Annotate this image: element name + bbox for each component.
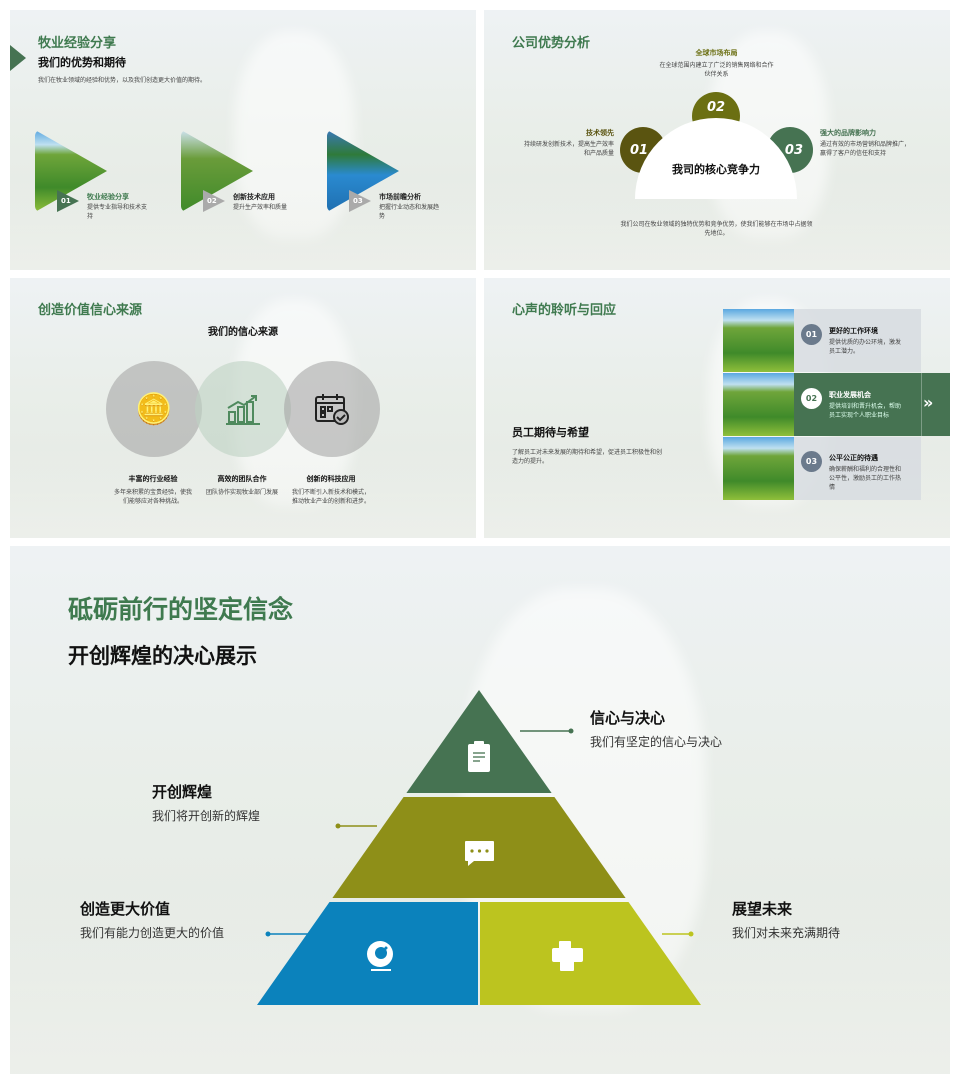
pyramid-label-middle: 开创辉煌我们将开创新的辉煌 <box>152 781 260 824</box>
slide-title: 砥砺前行的坚定信念 <box>68 595 294 624</box>
item-1: 01 牧业经验分享 提供专业指导和技术支持 <box>35 130 148 220</box>
item-desc: 持续研发创新技术，提高生产效率和产品质量 <box>524 141 615 157</box>
chat-icon <box>465 841 494 866</box>
item-title: 公平公正的待遇 <box>829 454 878 462</box>
label-title: 创造更大价值 <box>80 900 171 918</box>
label-desc: 我们有能力创造更大的价值 <box>80 926 225 940</box>
item-title: 丰富的行业经验 <box>128 475 178 483</box>
item-title: 高效的团队合作 <box>217 475 267 483</box>
item-desc: 通过有效的市场营销和品牌推广，赢得了客户的信任和支持 <box>820 141 911 157</box>
webcam-icon <box>367 941 393 971</box>
item-number: 03 <box>801 451 822 472</box>
slide-heading: 员工期待与希望 <box>512 426 589 439</box>
landscape-image <box>723 437 794 500</box>
item-number: 01 <box>801 324 822 345</box>
clipboard-icon <box>468 741 490 772</box>
item-desc: 提供优质的办公环境，激发员工潜力。 <box>829 339 902 355</box>
slide-title: 公司优势分析 <box>512 36 591 51</box>
item-desc: 多年来积累的宝贵经验，使我们能够应对各种挑战。 <box>113 489 192 505</box>
coins-icon: 🪙 <box>106 361 202 457</box>
landscape-image <box>723 309 794 372</box>
item-number: 03 <box>349 190 371 212</box>
item-title: 强大的品牌影响力 <box>820 129 876 137</box>
item-desc: 我们不断引入新技术和模式，推动牧业产业的创新和进步。 <box>291 489 370 505</box>
slide-desc: 我们在牧业领域的经验和优势，以及我们创造更大价值的期待。 <box>38 77 207 84</box>
item-desc: 确保薪酬和福利的合理性和公平性，激励员工的工作热情 <box>829 466 902 491</box>
pyramid-label-bottom-left: 创造更大价值我们有能力创造更大的价值 <box>80 898 224 941</box>
pyramid-tier-bottom-right <box>480 902 701 1005</box>
slide-2-thumbnail[interactable]: 公司优势分析 全球市场布局 在全球范围内建立了广泛的销售网络和合作伙伴关系 技术… <box>484 10 950 270</box>
slide-title: 牧业经验分享 <box>38 36 117 51</box>
item-2-text: 全球市场布局 在全球范围内建立了广泛的销售网络和合作伙伴关系 <box>659 48 774 79</box>
printer-icon <box>552 941 583 971</box>
label-desc: 我们将开创新的辉煌 <box>152 809 261 823</box>
item-1-text: 技术领先 持续研发创新技术，提高生产效率和产品质量 <box>524 128 614 158</box>
item-desc: 提升生产效率和质量 <box>233 204 288 211</box>
corner-arrow <box>10 45 26 71</box>
slide-4-thumbnail[interactable]: 心声的聆听与回应 员工期待与希望 了解员工对未来发展的期待和希望，促进员工积极性… <box>484 278 950 538</box>
pyramid-diagram <box>257 690 701 1005</box>
item-desc: 提供专业指导和技术支持 <box>87 204 148 220</box>
pyramid-label-bottom-right: 展望未来我们对未来充满期待 <box>732 898 840 941</box>
item-title: 创新技术应用 <box>233 193 275 201</box>
item-2: 高效的团队合作团队协作实现牧业部门发展 <box>202 474 282 497</box>
item-title: 技术领先 <box>586 129 614 137</box>
item-3-text: 强大的品牌影响力 通过有效的市场营销和品牌推广，赢得了客户的信任和支持 <box>820 128 910 158</box>
item-list: 01 更好的工作环境 提供优质的办公环境，激发员工潜力。 02 职业发展机会 提… <box>723 309 950 500</box>
item-number: 01 <box>57 190 79 212</box>
label-title: 开创辉煌 <box>152 783 213 801</box>
label-desc: 我们有坚定的信心与决心 <box>590 735 723 749</box>
growth-chart-icon <box>195 361 291 457</box>
item-number: 02 <box>203 190 225 212</box>
item-desc: 团队协作实现牧业部门发展 <box>205 489 278 496</box>
item-number: 02 <box>801 388 822 409</box>
core-competitiveness-semicircle: 我司的核心竞争力 <box>635 118 797 199</box>
label-desc: 我们对未来充满期待 <box>732 926 841 940</box>
item-1: 丰富的行业经验多年来积累的宝贵经验，使我们能够应对各种挑战。 <box>113 474 193 506</box>
item-3: 03 市场前瞻分析 把握行业动态和发展趋势 <box>327 130 447 220</box>
double-chevron-right-icon[interactable]: » <box>923 393 934 412</box>
label-title: 信心与决心 <box>590 709 666 727</box>
slide-subtitle: 我们的优势和期待 <box>38 56 126 69</box>
item-title: 更好的工作环境 <box>829 327 878 335</box>
slide-3-thumbnail[interactable]: 创造价值信心来源 我们的信心来源 🪙 丰富的行业经验多年来积累的宝贵经验，使我们… <box>10 278 476 538</box>
label-title: 展望未来 <box>732 900 793 918</box>
item-title: 职业发展机会 <box>829 391 871 399</box>
item-3: 03 公平公正的待遇 确保薪酬和福利的合理性和公平性，激励员工的工作热情 <box>723 437 921 500</box>
item-title: 牧业经验分享 <box>87 193 129 201</box>
calendar-check-icon <box>284 361 380 457</box>
item-title: 市场前瞻分析 <box>379 193 421 201</box>
item-1: 01 更好的工作环境 提供优质的办公环境，激发员工潜力。 <box>723 309 921 372</box>
slide-title: 心声的聆听与回应 <box>512 303 617 318</box>
landscape-image <box>723 373 794 436</box>
slide-subtitle: 我们的信心来源 <box>208 327 278 338</box>
item-2-active: 02 职业发展机会 提供培训和晋升机会，帮助员工实现个人职业目标 » <box>723 373 950 436</box>
slide-title: 创造价值信心来源 <box>38 303 143 318</box>
slide-1-thumbnail[interactable]: 牧业经验分享 我们的优势和期待 我们在牧业领域的经验和优势，以及我们创造更大价值… <box>10 10 476 270</box>
item-title: 创新的科技应用 <box>306 475 356 483</box>
slide-desc: 了解员工对未来发展的期待和希望，促进员工积极性和创造力的提升。 <box>512 449 663 465</box>
slide-5-main: 砥砺前行的坚定信念 开创辉煌的决心展示 信心与决心我们有坚定的信心与决心 开创辉… <box>10 546 950 1074</box>
item-desc: 把握行业动态和发展趋势 <box>379 204 440 220</box>
item-3: 创新的科技应用我们不断引入新技术和模式，推动牧业产业的创新和进步。 <box>290 474 372 506</box>
connector-lines <box>265 728 694 937</box>
pyramid-label-top: 信心与决心我们有坚定的信心与决心 <box>590 707 722 750</box>
item-2: 02 创新技术应用 提升生产效率和质量 <box>181 130 291 220</box>
item-desc: 在全球范围内建立了广泛的销售网络和合作伙伴关系 <box>659 62 774 78</box>
slide-subtitle: 开创辉煌的决心展示 <box>68 644 257 668</box>
item-title: 全球市场布局 <box>695 49 738 57</box>
item-desc: 提供培训和晋升机会，帮助员工实现个人职业目标 <box>829 403 902 419</box>
slide-footer: 我们公司在牧业领域的独特优势和竞争优势，使我们能够在市场中占据领先地位。 <box>620 221 813 237</box>
